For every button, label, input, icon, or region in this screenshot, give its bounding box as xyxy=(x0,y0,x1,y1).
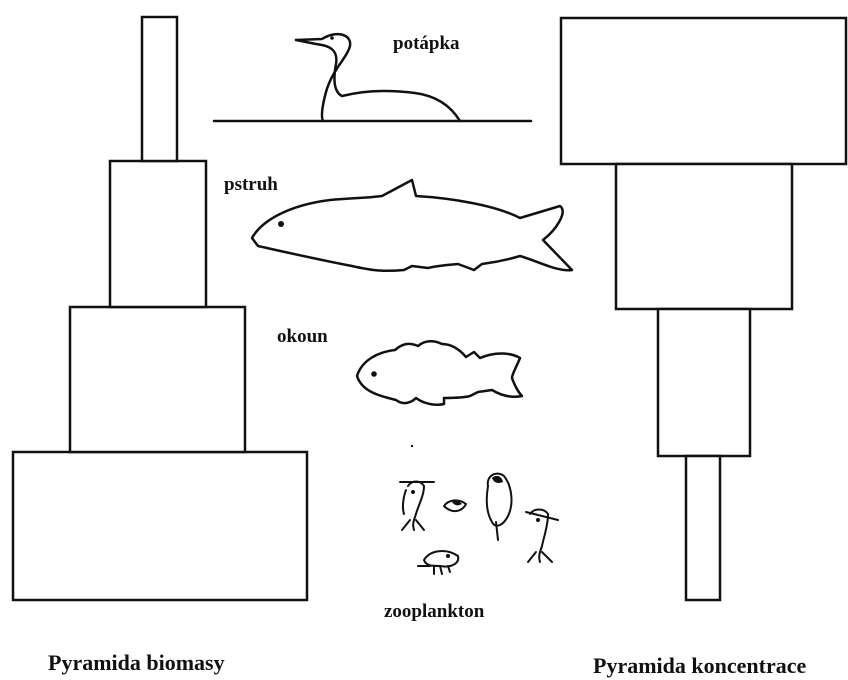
label-pstruh: pstruh xyxy=(224,174,278,196)
biomass-level-zooplankton xyxy=(13,452,307,600)
biomass-level-potapka xyxy=(142,17,177,161)
label-okoun: okoun xyxy=(277,326,328,348)
biomass-pyramid xyxy=(13,17,307,600)
caption-biomass-pyramid: Pyramida biomasy xyxy=(48,650,225,676)
grebe-icon xyxy=(214,34,531,121)
label-potapka: potápka xyxy=(393,33,460,55)
concentration-level-pstruh xyxy=(616,164,792,309)
speck xyxy=(411,445,413,447)
caption-concentration-pyramid: Pyramida koncentrace xyxy=(593,653,806,679)
copepod-left-icon xyxy=(400,482,434,531)
concentration-pyramid xyxy=(561,18,846,600)
trout-icon xyxy=(252,180,572,271)
label-zooplankton: zooplankton xyxy=(384,601,484,623)
biomass-level-okoun xyxy=(70,307,245,452)
concentration-level-zooplankton xyxy=(686,456,720,600)
zooplankton-icon xyxy=(400,445,558,574)
cladoceran-icon xyxy=(418,551,458,574)
concentration-level-potapka xyxy=(561,18,846,164)
copepod-right-icon xyxy=(526,510,558,563)
perch-icon xyxy=(357,341,522,405)
ostracod-icon xyxy=(444,500,466,511)
rotifer-icon xyxy=(487,474,512,540)
biomass-level-pstruh xyxy=(110,161,206,307)
concentration-level-okoun xyxy=(658,309,750,456)
